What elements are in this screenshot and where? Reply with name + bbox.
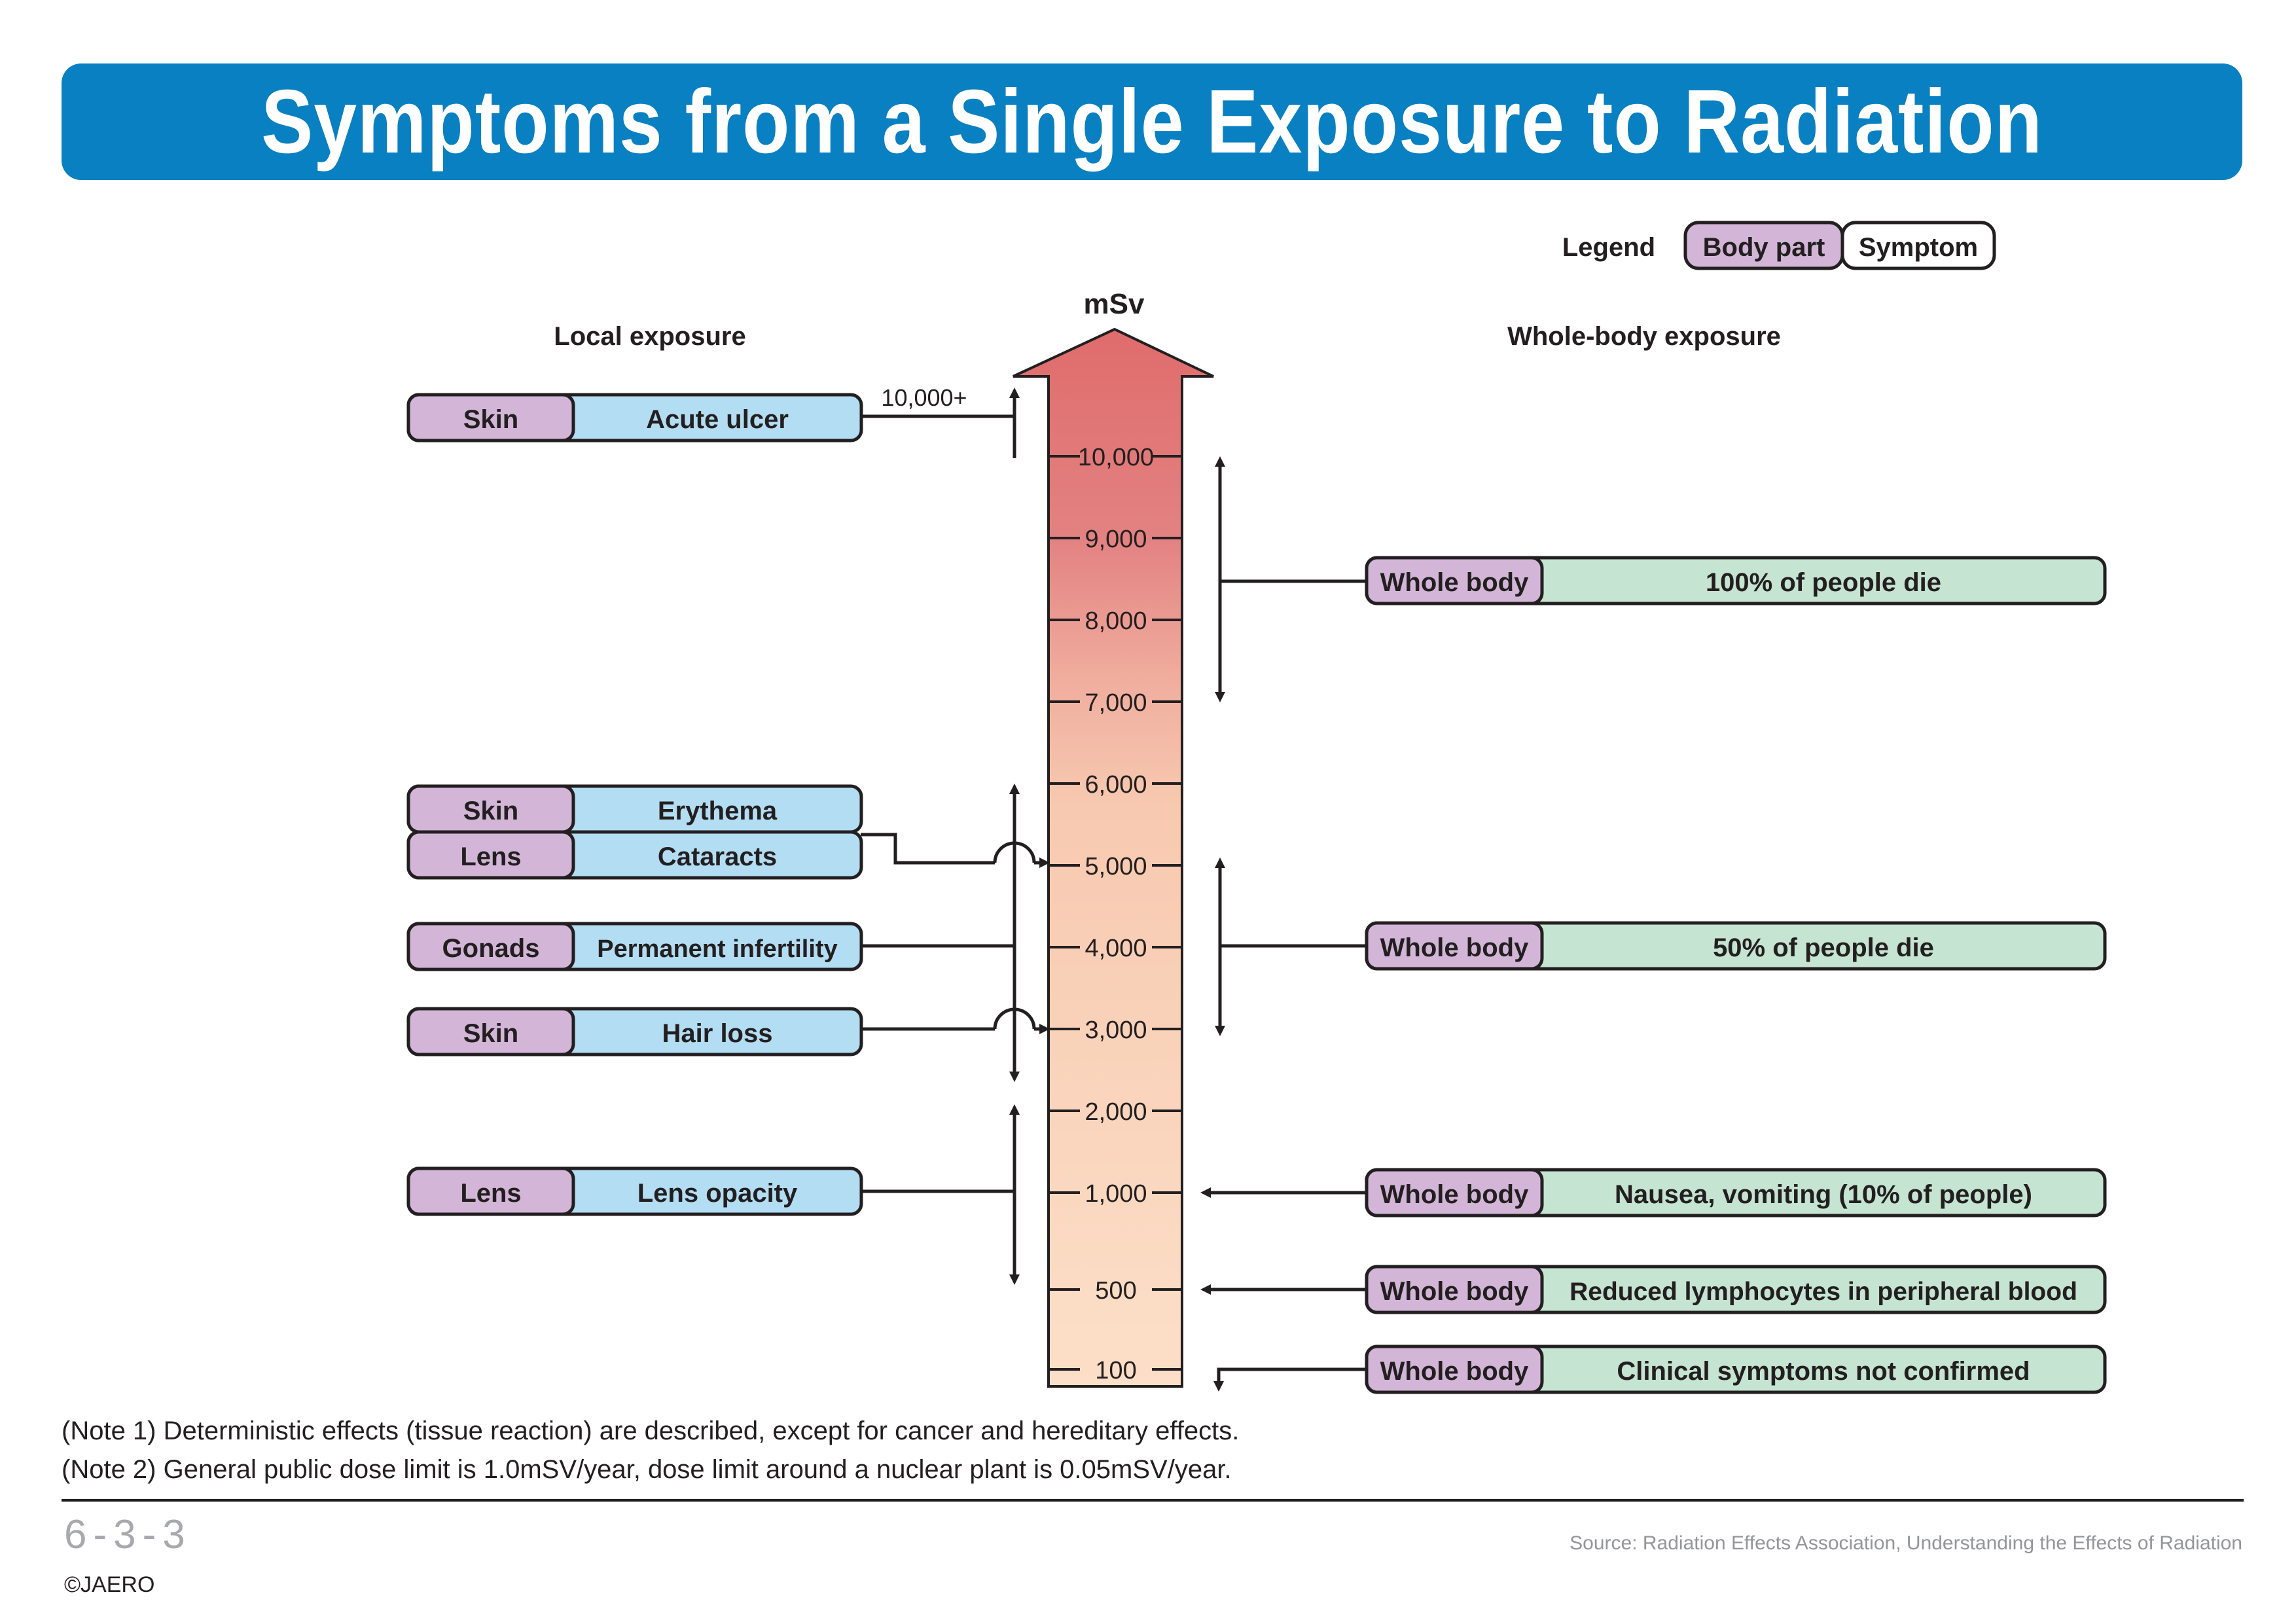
symptom-label: Nausea, vomiting (10% of people) [1615,1180,2032,1209]
tick-label-7000: 7,000 [1085,689,1147,717]
tick-label-1000: 1,000 [1085,1180,1147,1208]
local-row-erythema: Skin Erythema [406,784,863,834]
copyright: ©JAERO [64,1572,154,1597]
symptom-label: Lens opacity [637,1179,798,1208]
scale-ticks [1049,455,1182,1371]
title-bar: Symptoms from a Single Exposure to Radia… [62,63,2242,180]
whole-row-50-percent-die: Whole body 50% of people die [1365,921,2107,971]
axis-unit-label: mSv [1084,288,1145,320]
whole-row-nausea: Whole body Nausea, vomiting (10% of peop… [1365,1168,2107,1218]
legend-symptom-label: Symptom [1859,233,1978,262]
whole-row-not-confirmed: Whole body Clinical symptoms not confirm… [1365,1344,2107,1394]
page-title: Symptoms from a Single Exposure to Radia… [261,71,2043,172]
body-part-label: Skin [463,797,518,825]
tick-label-5000: 5,000 [1085,853,1147,880]
tick-label-9000: 9,000 [1085,526,1147,553]
top-dose-label: 10,000+ [881,384,967,411]
symptom-label: Permanent infertility [597,935,837,963]
whole-body-rows: Whole body 100% of people die Whole body… [1365,556,2107,1394]
tick-label-500: 500 [1095,1277,1136,1305]
whole-body-exposure-heading: Whole-body exposure [1507,322,1781,351]
whole-row-reduced-lymphocytes: Whole body Reduced lymphocytes in periph… [1365,1265,2107,1314]
local-row-hair-loss: Skin Hair loss [406,1007,863,1056]
local-exposure-heading: Local exposure [554,322,745,351]
local-row-acute-ulcer: Skin Acute ulcer [406,393,863,442]
body-part-label: Whole body [1380,1357,1529,1386]
tick-label-3000: 3,000 [1085,1017,1147,1044]
symptom-label: 50% of people die [1713,933,1934,962]
legend-body-part-label: Body part [1703,233,1825,262]
symptom-label: 100% of people die [1706,568,1941,597]
symptom-label: Hair loss [662,1019,773,1048]
whole-body-connectors [1200,456,1368,1392]
dose-scale-arrow [1013,327,1214,1388]
symptom-label: Acute ulcer [646,405,789,434]
body-part-label: Skin [463,405,518,434]
tick-label-10000: 10,000 [1078,444,1154,471]
body-part-label: Whole body [1380,1277,1529,1306]
tick-label-100: 100 [1095,1357,1136,1384]
body-part-label: Lens [460,842,521,871]
body-part-label: Lens [460,1179,521,1208]
legend-symptom-swatch [1840,221,1996,270]
legend-label: Legend [1562,233,1655,262]
local-connectors [861,387,1050,1286]
body-part-label: Whole body [1380,568,1529,597]
whole-row-100-percent-die: Whole body 100% of people die [1365,556,2107,605]
tick-label-2000: 2,000 [1085,1098,1147,1126]
legend: Legend Body part Symptom [1562,221,1996,270]
local-row-permanent-infertility: Gonads Permanent infertility [406,922,863,971]
body-part-label: Skin [463,1019,518,1048]
body-part-label: Gonads [442,934,540,963]
tick-label-6000: 6,000 [1085,771,1147,799]
local-row-lens-opacity: Lens Lens opacity [406,1166,863,1216]
local-exposure-rows: Skin Acute ulcer Skin Erythema Lens Cata… [406,393,863,1216]
figure-number: 6-3-3 [64,1512,192,1557]
source-credit: Source: Radiation Effects Association, U… [1570,1532,2242,1554]
symptom-label: Clinical symptoms not confirmed [1617,1357,2030,1386]
tick-label-4000: 4,000 [1085,935,1147,962]
body-part-label: Whole body [1380,933,1529,962]
body-part-label: Whole body [1380,1180,1529,1209]
symptom-label: Erythema [658,797,778,825]
symptom-label: Reduced lymphocytes in peripheral blood [1570,1278,2077,1306]
symptom-label: Cataracts [658,842,777,871]
note-1: (Note 1) Deterministic effects (tissue r… [62,1416,1239,1445]
note-2: (Note 2) General public dose limit is 1.… [62,1455,1232,1484]
local-row-cataracts: Lens Cataracts [406,830,863,880]
tick-label-8000: 8,000 [1085,607,1147,635]
